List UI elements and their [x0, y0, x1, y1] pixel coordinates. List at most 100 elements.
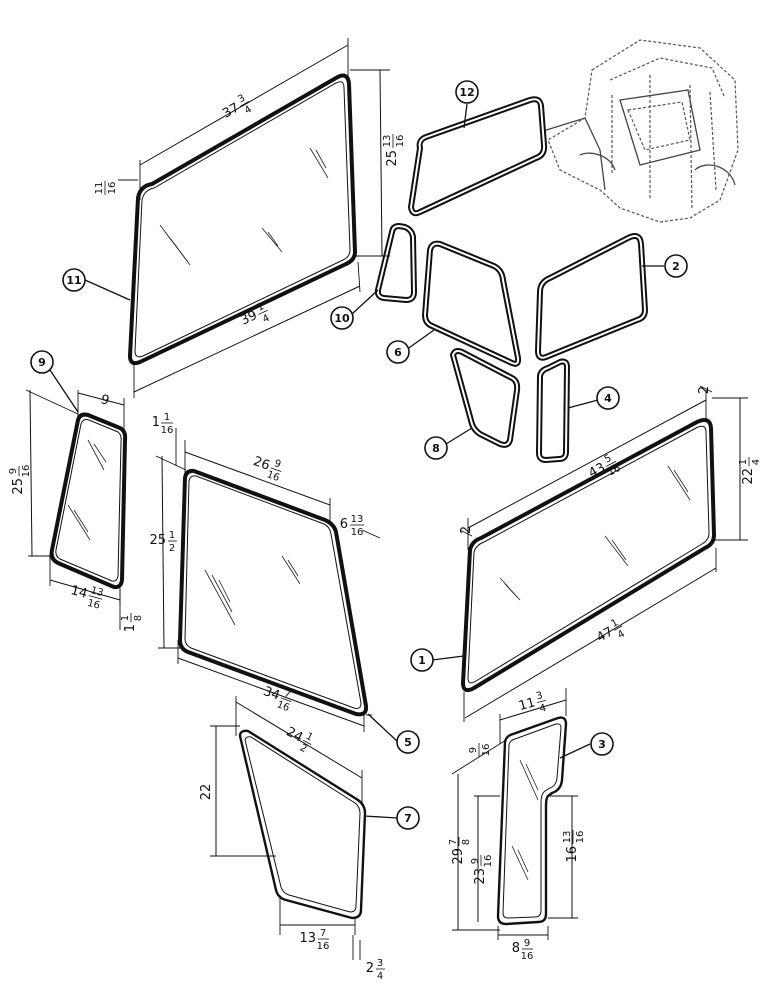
dim-denominator: 4 — [538, 703, 547, 715]
dim-whole: 8 — [512, 941, 520, 956]
dim-whole: 6 — [340, 517, 348, 532]
dim-denominator: 16 — [86, 598, 101, 612]
glass-panel-5 — [178, 468, 369, 717]
callout-10: 10 — [330, 306, 354, 330]
dim-whole: 25 — [11, 478, 26, 495]
dim-label-p11-top: 37 3 4 — [220, 93, 254, 122]
callout-number: 2 — [672, 260, 680, 273]
dim-numerator: 1 — [120, 615, 131, 621]
dim-label-p5-corner: 1 1 16 — [152, 412, 174, 436]
dim-whole: 26 — [251, 454, 272, 474]
dim-label-p5-top: 26 9 16 — [251, 454, 282, 484]
dimension-lines-1 — [459, 385, 748, 722]
dim-label-p3-bottom: 8 9 16 — [512, 938, 534, 962]
dim-whole: 11 — [517, 695, 537, 714]
dim-denominator: 8 — [461, 839, 472, 845]
dim-whole: 23 — [473, 868, 488, 885]
dim-numerator: 1 — [738, 459, 749, 465]
dim-denominator: 16 — [275, 699, 291, 714]
callout-4: 4 — [596, 386, 620, 410]
window-seal-12 — [408, 96, 548, 217]
dim-label-p3-topleft: 9 16 — [468, 743, 492, 757]
dim-whole: 2 — [697, 386, 712, 394]
dim-whole: 43 — [586, 460, 608, 481]
callout-2: 2 — [664, 254, 688, 278]
dim-denominator: 4 — [751, 459, 762, 465]
callout-number: 10 — [334, 312, 350, 325]
dim-whole: 2 — [459, 526, 474, 534]
callout-number: 3 — [598, 738, 606, 751]
dim-label-p1-corner-left: 2 — [459, 526, 474, 534]
dim-numerator: 1 — [164, 412, 170, 423]
callout-number: 11 — [66, 274, 81, 287]
dim-label-p9-corner: 1 1 8 — [120, 613, 144, 632]
dim-whole: 37 — [220, 100, 242, 121]
dim-whole: 22 — [741, 468, 756, 485]
dim-numerator: 13 — [562, 831, 573, 844]
dim-label-p11-right: 25 13 16 — [382, 134, 406, 167]
dim-label-p9-top: 9 — [99, 392, 111, 409]
dim-denominator: 16 — [351, 527, 364, 538]
callout-number: 7 — [404, 812, 412, 825]
dim-denominator: 16 — [161, 425, 174, 436]
dim-whole: 39 — [238, 308, 259, 329]
dim-denominator: 16 — [481, 744, 492, 757]
dim-denominator: 16 — [265, 469, 281, 484]
dim-denominator: 16 — [575, 831, 586, 844]
dim-label-p7-corner: 2 3 4 — [366, 958, 385, 982]
callout-12: 12 — [455, 80, 479, 104]
dimension-lines-11 — [118, 38, 390, 398]
dim-numerator: 11 — [94, 182, 105, 195]
callout-number: 5 — [404, 736, 412, 749]
callout-number: 4 — [604, 392, 612, 405]
dim-whole: 29 — [451, 848, 466, 865]
cab-illustration — [539, 39, 739, 223]
dim-label-p11-left: 11 16 — [94, 181, 118, 195]
callout-6: 6 — [386, 340, 410, 364]
dim-denominator: 16 — [483, 855, 494, 868]
dim-whole: 34 — [261, 684, 282, 704]
callout-8: 8 — [424, 436, 448, 460]
window-seal-8 — [450, 348, 521, 448]
dim-denominator: 2 — [169, 543, 175, 554]
dim-label-p5-right: 6 13 16 — [340, 514, 364, 538]
leader-lines — [49, 103, 664, 819]
dim-label-p9-bottom: 14 13 16 — [69, 583, 104, 612]
dim-denominator: 16 — [317, 941, 330, 952]
dim-denominator: 16 — [21, 465, 32, 478]
dim-numerator: 5 — [603, 453, 614, 466]
callout-5: 5 — [396, 730, 420, 754]
dim-label-p7-top: 24 1 2 — [284, 725, 315, 756]
callout-number: 12 — [459, 86, 474, 99]
dim-label-p3-right: 16 13 16 — [562, 830, 586, 863]
dim-numerator: 13 — [89, 585, 104, 599]
callout-7: 7 — [396, 806, 420, 830]
dim-label-p1-corner-right: 2 — [697, 386, 712, 394]
dim-numerator: 1 — [169, 530, 175, 541]
dim-denominator: 16 — [606, 463, 622, 479]
dim-numerator: 7 — [320, 928, 326, 939]
dim-denominator: 16 — [395, 135, 406, 148]
dim-label-p3-left-outer: 29 7 8 — [448, 837, 472, 865]
dim-label-p9-left: 25 9 16 — [8, 465, 32, 495]
dim-label-p3-left-inner: 23 9 16 — [470, 855, 494, 885]
dim-denominator: 4 — [377, 971, 383, 982]
dim-label-p7-bottom: 13 7 16 — [299, 928, 329, 952]
callout-number: 8 — [432, 442, 440, 455]
glass-panel-9 — [49, 412, 128, 590]
callout-11: 11 — [62, 268, 86, 292]
dimension-lines-3 — [451, 688, 578, 940]
dim-numerator: 7 — [448, 839, 459, 845]
dim-denominator: 4 — [261, 313, 271, 326]
dim-numerator: 3 — [236, 93, 247, 106]
dim-whole: 25 — [149, 533, 166, 548]
dim-numerator: 9 — [468, 747, 479, 753]
window-seal-6 — [422, 240, 522, 367]
dim-numerator: 9 — [470, 858, 481, 864]
dimension-lines-9 — [25, 389, 125, 630]
dim-denominator: 4 — [616, 629, 627, 642]
dim-denominator: 16 — [107, 182, 118, 195]
dim-numerator: 3 — [377, 958, 383, 969]
glass-panel-7 — [238, 729, 367, 920]
